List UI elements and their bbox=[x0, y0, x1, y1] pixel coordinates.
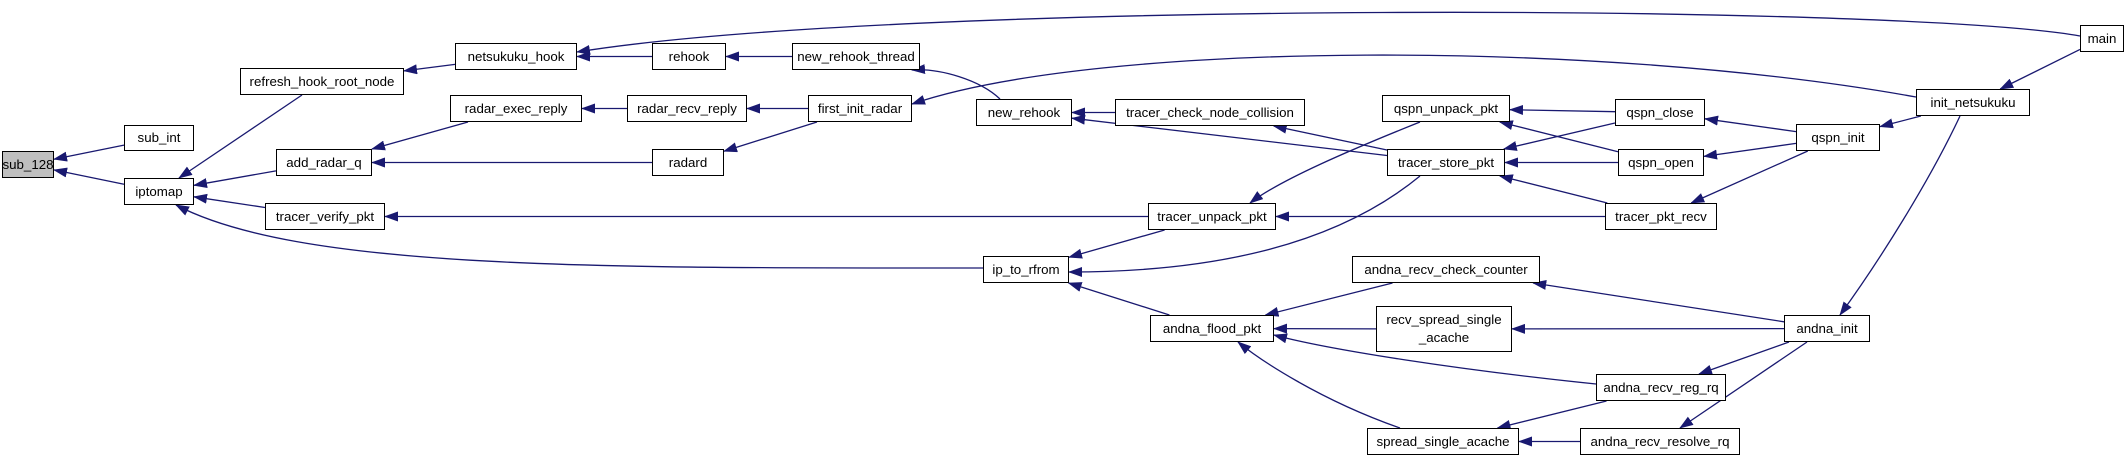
edge-tracer_verify_pkt-to-iptomap bbox=[193, 193, 266, 209]
node-main[interactable]: main bbox=[2080, 25, 2124, 52]
edge-qspn_open-to-qspn_unpack_pkt bbox=[1498, 120, 1619, 153]
node-andna-recv-resolve-rq[interactable]: andna_recv_resolve_rq bbox=[1580, 428, 1740, 455]
edge-tracer_unpack_pkt-to-ip_to_rfrom bbox=[1068, 229, 1165, 259]
node-iptomap[interactable]: iptomap bbox=[124, 178, 194, 205]
node-andna-init[interactable]: andna_init bbox=[1784, 315, 1870, 342]
node-netsukuku-hook[interactable]: netsukuku_hook bbox=[455, 43, 577, 70]
edge-first_init_radar-to-radard bbox=[723, 121, 818, 153]
edge-qspn_close-to-tracer_store_pkt bbox=[1502, 122, 1616, 151]
edge-spread_single_acache-to-andna_flood_pkt bbox=[1237, 341, 1401, 429]
edge-tracer_store_pkt-to-tracer_check_node_collision bbox=[1272, 123, 1388, 151]
node-tracer-verify-pkt[interactable]: tracer_verify_pkt bbox=[265, 203, 385, 230]
node-andna-recv-check-counter[interactable]: andna_recv_check_counter bbox=[1352, 256, 1540, 283]
edge-radar_exec_reply-to-add_radar_q bbox=[371, 121, 469, 151]
node-new-rehook[interactable]: new_rehook bbox=[976, 99, 1072, 126]
edge-andna_init-to-andna_recv_resolve_rq bbox=[1679, 341, 1808, 429]
node-radard[interactable]: radard bbox=[652, 149, 724, 176]
node-qspn-init[interactable]: qspn_init bbox=[1796, 124, 1880, 151]
node-radar-recv-reply[interactable]: radar_recv_reply bbox=[627, 95, 747, 122]
edge-iptomap-to-sub_128 bbox=[53, 167, 125, 185]
edge-netsukuku_hook-to-refresh_hook_root_node bbox=[403, 63, 456, 75]
edge-qspn_close-to-qspn_unpack_pkt bbox=[1509, 104, 1616, 115]
edge-qspn_unpack_pkt-to-tracer_unpack_pkt bbox=[1249, 121, 1421, 204]
node-tracer-unpack-pkt[interactable]: tracer_unpack_pkt bbox=[1148, 203, 1276, 230]
edge-andna_recv_reg_rq-to-andna_flood_pkt bbox=[1273, 333, 1597, 385]
node-rehook[interactable]: rehook bbox=[652, 43, 726, 70]
edge-sub_int-to-sub_128 bbox=[53, 144, 125, 162]
edge-init_netsukuku-to-qspn_init bbox=[1879, 115, 1922, 129]
node-tracer-store-pkt[interactable]: tracer_store_pkt bbox=[1387, 149, 1505, 176]
edge-tracer_pkt_recv-to-tracer_store_pkt bbox=[1498, 174, 1608, 204]
node-qspn-open[interactable]: qspn_open bbox=[1618, 149, 1704, 176]
edge-andna_init-to-andna_recv_reg_rq bbox=[1698, 341, 1790, 375]
edge-tracer_store_pkt-to-ip_to_rfrom bbox=[1068, 175, 1421, 277]
node-andna-flood-pkt[interactable]: andna_flood_pkt bbox=[1150, 315, 1274, 342]
node-andna-recv-reg-rq[interactable]: andna_recv_reg_rq bbox=[1596, 374, 1726, 401]
node-add-radar-q[interactable]: add_radar_q bbox=[276, 149, 372, 176]
node-new-rehook-thread[interactable]: new_rehook_thread bbox=[792, 43, 920, 70]
edge-init_netsukuku-to-andna_init bbox=[1839, 115, 1961, 316]
node-recv-spread-single-acache[interactable]: recv_spread_single _acache bbox=[1376, 306, 1512, 352]
edge-qspn_init-to-tracer_pkt_recv bbox=[1690, 150, 1809, 204]
edge-main-to-netsukuku_hook bbox=[576, 11, 2081, 55]
node-qspn-unpack-pkt[interactable]: qspn_unpack_pkt bbox=[1382, 95, 1510, 122]
edge-qspn_init-to-qspn_close bbox=[1704, 115, 1797, 133]
edge-andna_recv_check_counter-to-andna_flood_pkt bbox=[1264, 282, 1393, 317]
node-spread-single-acache[interactable]: spread_single_acache bbox=[1367, 428, 1519, 455]
node-qspn-close[interactable]: qspn_close bbox=[1615, 99, 1705, 126]
edge-new_rehook-to-new_rehook_thread bbox=[911, 64, 1001, 100]
node-tracer-pkt-recv[interactable]: tracer_pkt_recv bbox=[1605, 203, 1717, 230]
edge-andna_init-to-andna_recv_check_counter bbox=[1532, 280, 1785, 323]
edge-andna_flood_pkt-to-ip_to_rfrom bbox=[1067, 282, 1170, 316]
edge-init_netsukuku-to-first_init_radar bbox=[911, 54, 1917, 105]
node-first-init-radar[interactable]: first_init_radar bbox=[808, 95, 912, 122]
node-tracer-check-node-collision[interactable]: tracer_check_node_collision bbox=[1115, 99, 1305, 126]
node-sub-128: sub_128 bbox=[2, 151, 54, 178]
edge-qspn_init-to-qspn_open bbox=[1703, 142, 1797, 160]
edge-ip_to_rfrom-to-iptomap bbox=[175, 204, 984, 269]
edge-andna_recv_reg_rq-to-spread_single_acache bbox=[1496, 400, 1607, 430]
node-sub-int[interactable]: sub_int bbox=[124, 125, 194, 151]
edge-refresh_hook_root_node-to-iptomap bbox=[178, 94, 303, 179]
edge-main-to-init_netsukuku bbox=[1999, 48, 2081, 90]
node-ip-to-rfrom[interactable]: ip_to_rfrom bbox=[983, 256, 1069, 283]
node-refresh-hook-root-node[interactable]: refresh_hook_root_node bbox=[240, 68, 404, 95]
node-init-netsukuku[interactable]: init_netsukuku bbox=[1916, 89, 2030, 116]
edge-add_radar_q-to-iptomap bbox=[193, 170, 277, 188]
node-radar-exec-reply[interactable]: radar_exec_reply bbox=[450, 95, 582, 122]
